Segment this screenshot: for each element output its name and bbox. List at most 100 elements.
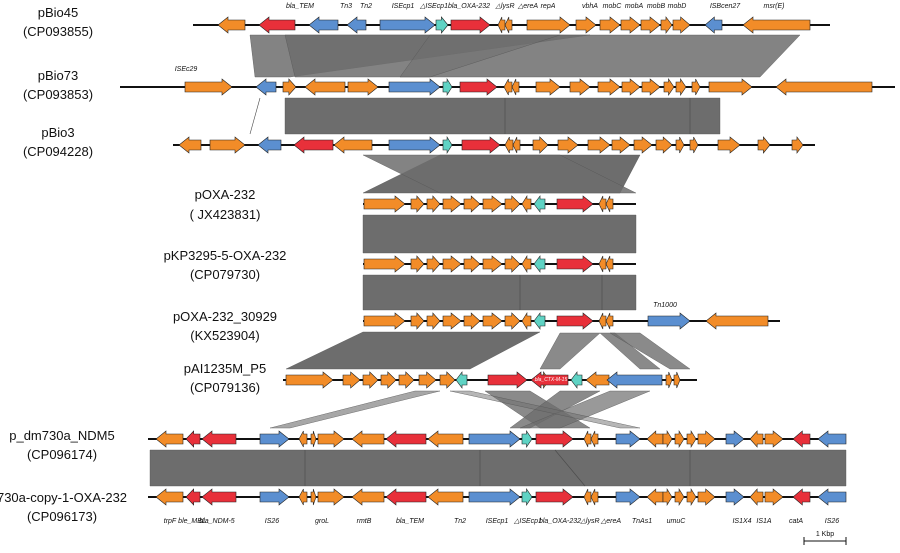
gene-arrow — [482, 312, 503, 330]
scale-bar: 1 Kbp — [803, 531, 847, 545]
gene-arrow — [817, 430, 847, 448]
gene-label: △ereA — [517, 3, 539, 10]
gene-arrow — [155, 430, 184, 448]
gene-arrow — [459, 78, 498, 96]
gene-label: Tn2 — [454, 518, 466, 525]
gene-label: ISEc29 — [175, 66, 198, 73]
gene-arrow — [442, 77, 453, 97]
gene-arrow — [259, 488, 290, 506]
gene-arrow — [647, 312, 691, 330]
gene-label: Tn1000 — [653, 302, 677, 309]
gene-arrow — [675, 136, 685, 154]
gene-arrow — [611, 136, 631, 154]
gene-arrow — [178, 136, 202, 154]
gene-arrow — [599, 16, 621, 34]
scale-label: 1 Kbp — [816, 531, 834, 538]
gene-arrow — [185, 430, 201, 448]
gene-label: ISEcp1 — [392, 3, 415, 10]
plasmid-accession: (CP096174) — [27, 447, 97, 462]
gene-label: bla_CTX-M-15 — [535, 377, 568, 383]
gene-arrow — [217, 16, 246, 34]
gene-arrow — [259, 430, 290, 448]
gene-arrow — [427, 430, 464, 448]
gene-label: △ISEcp1 — [513, 518, 542, 525]
gene-arrow — [708, 78, 753, 96]
gene-arrow — [363, 255, 406, 273]
plasmid-name: 730a-copy-1-OXA-232 — [0, 490, 127, 505]
gene-arrow — [342, 371, 361, 389]
gene-arrow — [660, 16, 673, 34]
gene-arrow — [764, 488, 784, 506]
gene-arrow — [686, 429, 697, 449]
homology-band — [362, 154, 637, 194]
gene-arrow — [533, 195, 546, 213]
gene-arrow — [674, 487, 685, 507]
gene-arrow — [742, 16, 811, 34]
gene-arrow — [351, 488, 385, 506]
gene-arrow — [503, 78, 513, 96]
gene-label: ISBcen27 — [710, 3, 741, 10]
gene-arrow — [512, 136, 521, 154]
gene-label: mobC — [603, 3, 623, 10]
plasmid-accession: (CP094228) — [23, 144, 93, 159]
plasmid-labels: pBio45 (CP093855) pBio73 (CP093853) pBio… — [0, 5, 286, 524]
gene-arrow — [463, 195, 481, 213]
gene-arrow — [426, 255, 441, 273]
gene-label: mobD — [668, 3, 687, 10]
gene-arrow — [535, 488, 574, 506]
gene-label: ble_MBL — [178, 518, 206, 525]
gene-label: bla_TEM — [396, 518, 424, 525]
gene-arrow — [533, 312, 546, 330]
gene-arrow — [749, 430, 764, 448]
gene-arrow — [461, 136, 501, 154]
gene-label: TnAs1 — [632, 518, 652, 525]
band-seam — [554, 449, 586, 487]
gene-arrow — [155, 488, 184, 506]
gene-arrow — [705, 312, 769, 330]
gene-arrow — [530, 371, 569, 389]
gene-arrow — [535, 78, 561, 96]
gene-arrow — [310, 430, 317, 448]
gene-arrow — [410, 312, 425, 330]
gene-label: bla_TEM — [286, 3, 314, 10]
gene-arrow — [641, 78, 661, 96]
gene-arrow — [504, 136, 514, 154]
gene-arrow — [646, 488, 664, 506]
gene-arrow — [598, 312, 607, 330]
homology-bands — [149, 34, 847, 487]
gene-label: Tn2 — [360, 3, 372, 10]
gene-arrow — [418, 371, 437, 389]
gene-arrow — [209, 136, 246, 154]
gene-arrow — [663, 78, 675, 96]
gene-arrow — [585, 371, 610, 389]
gene-arrow — [388, 136, 441, 154]
gene-arrow — [463, 312, 481, 330]
gene-arrow — [697, 430, 716, 448]
gene-arrow — [468, 430, 521, 448]
gene-arrow — [317, 430, 345, 448]
gene-label: umuC — [667, 518, 687, 525]
gene-label: ISEcp1 — [486, 518, 509, 525]
plasmid-accession: (CP093853) — [23, 87, 93, 102]
gene-arrow — [317, 488, 345, 506]
gene-arrow — [817, 488, 847, 506]
gene-arrow — [521, 254, 532, 274]
gene-arrow — [388, 78, 441, 96]
gene-label: IS1A — [756, 518, 772, 525]
homology-band — [609, 332, 691, 370]
gene-arrow — [691, 78, 701, 96]
gene-arrow — [351, 430, 385, 448]
gene-arrow — [672, 16, 691, 34]
gene-arrow — [293, 136, 334, 154]
gene-label: mobB — [647, 3, 666, 10]
gene-arrow — [442, 255, 462, 273]
gene-arrow — [347, 78, 379, 96]
gene-label: bla_OXA-232 — [448, 3, 490, 10]
gene-arrow — [556, 255, 594, 273]
gene-arrow — [258, 16, 296, 34]
gene-arrow — [575, 16, 597, 34]
gene-arrow — [704, 16, 723, 34]
plasmid-name: pBio3 — [41, 125, 74, 140]
gene-arrow — [185, 488, 201, 506]
